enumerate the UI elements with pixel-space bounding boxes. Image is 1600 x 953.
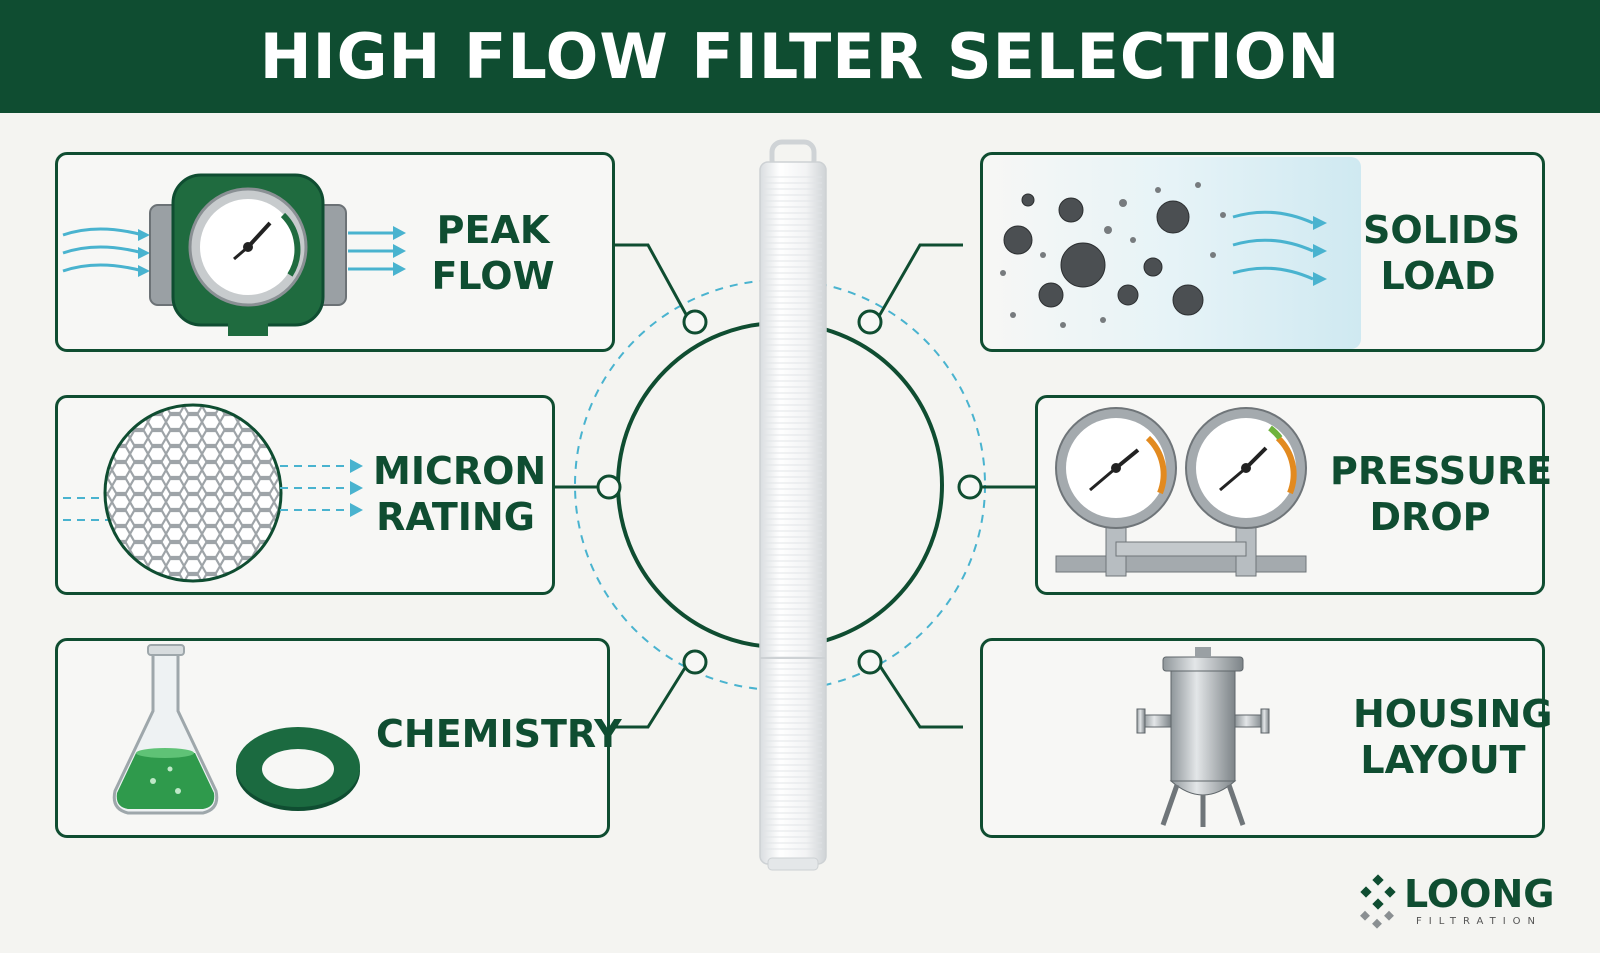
title-banner: HIGH FLOW FILTER SELECTION bbox=[0, 0, 1600, 113]
node-solids-load bbox=[857, 309, 883, 335]
connector-peak-flow bbox=[604, 243, 690, 319]
brand-logo: LOONG FILTRATION bbox=[1352, 872, 1592, 942]
logo-mark-icon bbox=[1360, 874, 1396, 929]
gasket-ring-icon bbox=[236, 727, 360, 811]
card-solids-load: SOLIDS LOAD bbox=[980, 152, 1545, 352]
label-pressure-drop: PRESSURE DROP bbox=[1330, 449, 1553, 539]
node-chemistry bbox=[682, 649, 708, 675]
flow-meter-icon bbox=[62, 173, 406, 336]
particles-icon bbox=[985, 157, 1361, 349]
node-pressure-drop bbox=[957, 474, 983, 500]
filter-mesh-icon bbox=[63, 403, 363, 583]
node-peak-flow bbox=[682, 309, 708, 335]
label-chemistry: CHEMISTRY bbox=[376, 712, 622, 756]
pressure-gauges-icon bbox=[1055, 407, 1307, 577]
filter-cartridge-icon bbox=[759, 139, 827, 871]
label-peak-flow: PEAK FLOW bbox=[431, 208, 555, 298]
card-micron-rating: MICRON RATING bbox=[55, 395, 555, 595]
filter-housing-icon bbox=[1136, 647, 1270, 827]
label-housing-layout: HOUSING LAYOUT bbox=[1353, 692, 1553, 782]
flask-icon bbox=[112, 644, 219, 815]
label-micron-rating: MICRON RATING bbox=[373, 449, 547, 539]
card-housing-layout: HOUSING LAYOUT bbox=[980, 638, 1553, 838]
connector-solids-load bbox=[876, 243, 963, 319]
label-solids-load: SOLIDS LOAD bbox=[1363, 208, 1520, 298]
connector-chemistry bbox=[596, 662, 690, 729]
node-micron-rating bbox=[596, 474, 622, 500]
connector-housing-layout bbox=[876, 662, 963, 729]
logo-name: LOONG bbox=[1404, 872, 1555, 916]
page-title: HIGH FLOW FILTER SELECTION bbox=[259, 20, 1341, 93]
card-chemistry: CHEMISTRY bbox=[55, 638, 622, 838]
logo-tagline: FILTRATION bbox=[1416, 916, 1543, 927]
node-housing-layout bbox=[857, 649, 883, 675]
card-peak-flow: PEAK FLOW bbox=[55, 152, 615, 352]
card-pressure-drop: PRESSURE DROP bbox=[1035, 395, 1553, 595]
